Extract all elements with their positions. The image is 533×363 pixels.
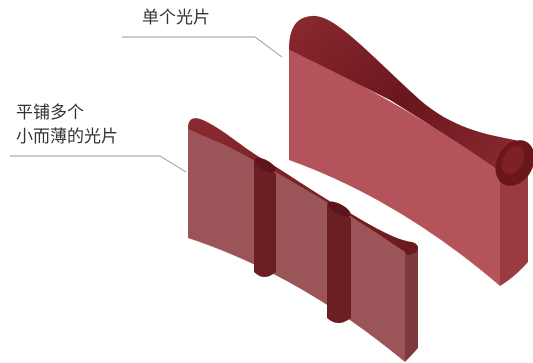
- tiled-sheets-divider-2-top: [327, 201, 351, 217]
- label-single-sheet: 单个光片: [142, 8, 210, 28]
- single-sheet-side-face: [500, 152, 528, 286]
- label-tiled-sheets: 平铺多个 小而薄的光片: [16, 101, 118, 149]
- leader-line-tiled: [10, 155, 187, 173]
- tiled-sheets-divider-2: [327, 205, 351, 323]
- single-sheet-top-surface: [289, 15, 531, 184]
- tiled-sheets-divider-1: [254, 162, 276, 277]
- label-tiled-line-1: 平铺多个: [16, 103, 84, 123]
- tiled-sheets-top-surface: [188, 118, 418, 255]
- leader-line-single: [122, 36, 283, 58]
- tiled-sheets-divider-1-top: [254, 157, 276, 173]
- tiled-sheets-side-face: [405, 246, 418, 362]
- label-tiled-line-2: 小而薄的光片: [16, 127, 118, 147]
- tiled-sheets: [188, 118, 418, 362]
- single-sheet-front-face: [289, 50, 500, 286]
- single-sheet: [289, 15, 533, 286]
- single-sheet-end-cap-highlight: [501, 145, 525, 175]
